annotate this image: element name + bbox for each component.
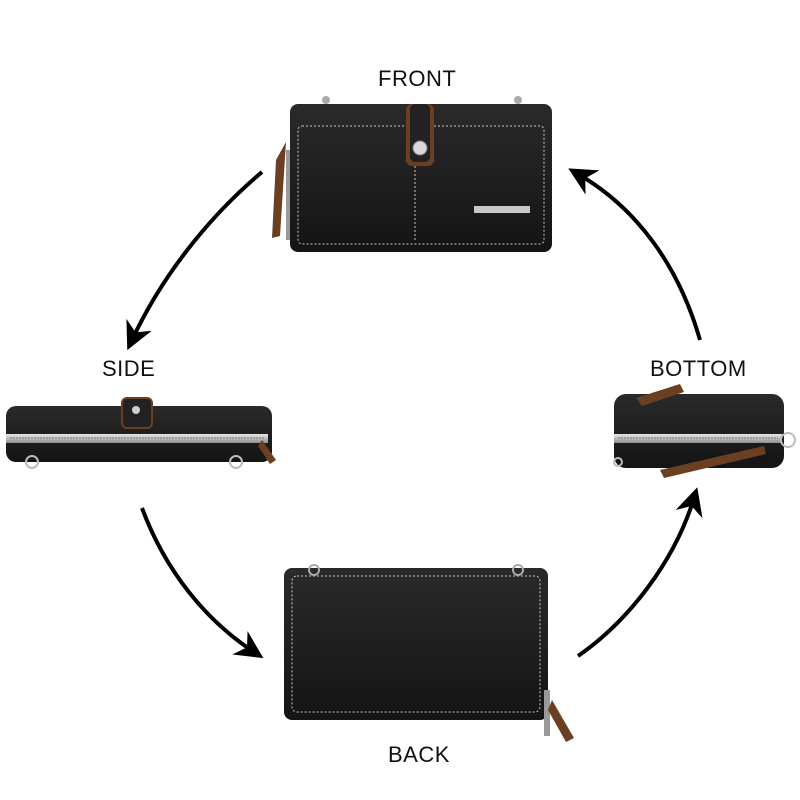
back-label: BACK bbox=[388, 742, 450, 767]
arrow-bottom-to-front bbox=[568, 168, 702, 341]
front-label: FRONT bbox=[378, 66, 457, 91]
arrow-back-to-bottom bbox=[576, 487, 703, 658]
arrow-front-to-side bbox=[126, 170, 264, 351]
arrow-side-to-back bbox=[140, 507, 264, 659]
bottom-label: BOTTOM bbox=[650, 356, 747, 381]
rotation-arrows bbox=[126, 168, 703, 659]
side-label: SIDE bbox=[102, 356, 156, 381]
back-wallet-image bbox=[284, 564, 574, 742]
side-wallet-image bbox=[6, 397, 276, 469]
front-wallet-image bbox=[272, 96, 552, 252]
bottom-wallet-image bbox=[613, 384, 796, 478]
